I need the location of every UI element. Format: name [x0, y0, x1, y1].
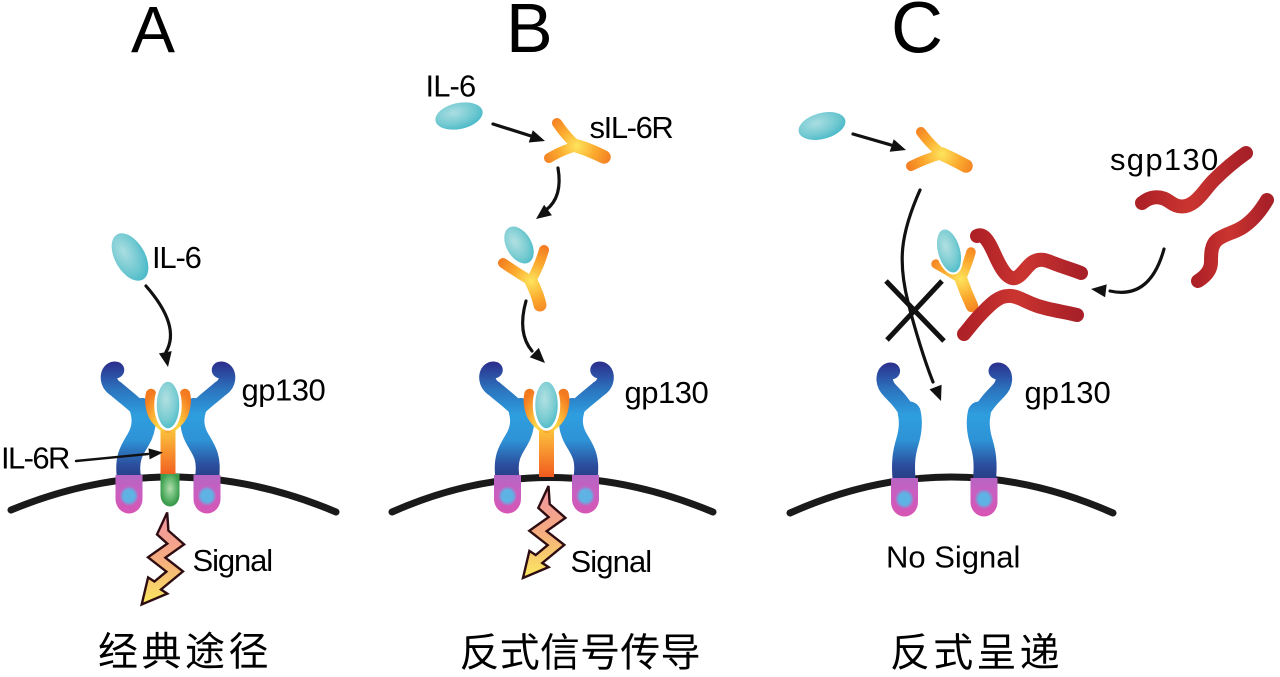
svg-text:C: C — [891, 0, 943, 69]
svg-text:A: A — [131, 0, 175, 67]
svg-text:gp130: gp130 — [1025, 375, 1111, 410]
svg-text:IL-6: IL-6 — [152, 240, 201, 275]
svg-text:gp130: gp130 — [242, 373, 326, 408]
svg-text:Signal: Signal — [193, 543, 273, 578]
svg-text:IL-6: IL-6 — [426, 69, 476, 104]
svg-text:B: B — [506, 0, 553, 67]
svg-text:gp130: gp130 — [625, 375, 709, 410]
svg-text:No Signal: No Signal — [886, 540, 1020, 575]
svg-text:sIL-6R: sIL-6R — [590, 110, 673, 145]
svg-text:Signal: Signal — [571, 544, 652, 579]
svg-text:sgp130: sgp130 — [1110, 142, 1220, 177]
svg-text:IL-6R: IL-6R — [1, 440, 69, 475]
